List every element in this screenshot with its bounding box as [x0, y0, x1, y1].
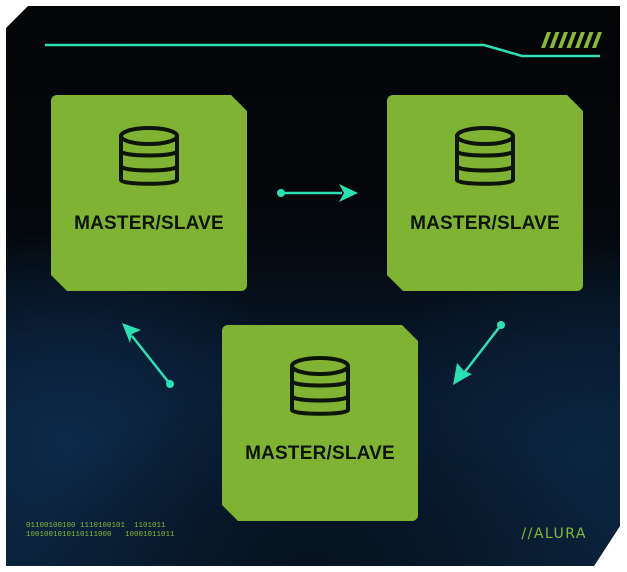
stripe [583, 32, 594, 48]
arrow-bottom-to-top-left [122, 323, 174, 388]
stripes-decoration [541, 32, 602, 48]
node-master-slave-bottom[interactable]: MASTER/SLAVE [222, 325, 418, 521]
stripe [592, 32, 602, 48]
node-label: MASTER/SLAVE [245, 443, 395, 464]
brand-logo: //ALURA [521, 526, 587, 542]
stripe [549, 32, 560, 48]
arrow-top-left-to-top-right [277, 184, 358, 202]
binary-line-1: 01100100100 1110100101 1101011 [26, 522, 166, 530]
stripe [575, 32, 585, 48]
stripe [566, 32, 577, 48]
database-icon [119, 126, 179, 186]
node-master-slave-top-right[interactable]: MASTER/SLAVE [387, 95, 583, 291]
stripe [541, 32, 551, 48]
arrow-top-right-to-bottom [453, 321, 505, 385]
binary-line-2: 1001001010110111000 10001011011 [26, 531, 175, 539]
database-icon [290, 356, 350, 416]
header-accent-line [45, 43, 600, 58]
node-label: MASTER/SLAVE [410, 213, 560, 234]
database-icon [455, 126, 515, 186]
node-label: MASTER/SLAVE [74, 213, 224, 234]
node-master-slave-top-left[interactable]: MASTER/SLAVE [51, 95, 247, 291]
stripe [558, 32, 568, 48]
